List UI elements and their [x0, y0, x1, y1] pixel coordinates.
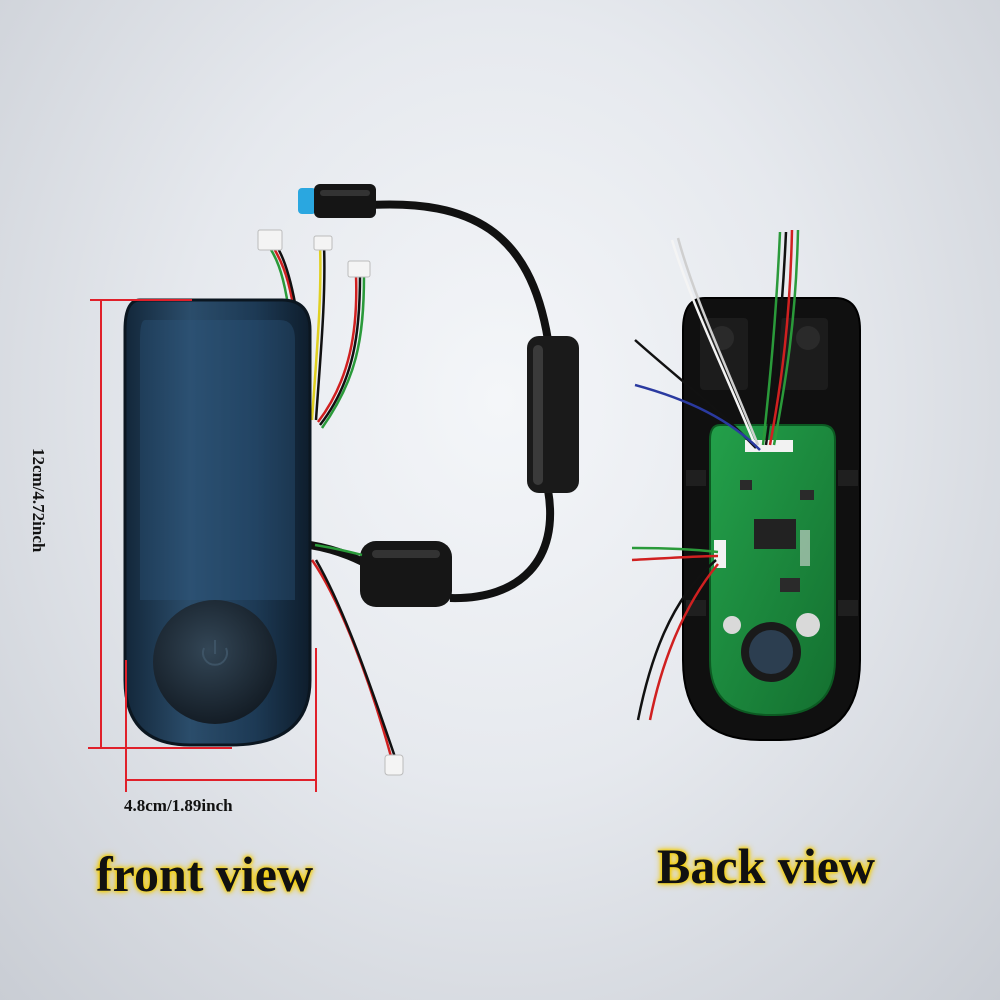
back-view-caption: Back view: [657, 838, 876, 894]
main-cable: [298, 184, 579, 607]
cable-connector: [298, 184, 376, 218]
white-connectors: [257, 229, 404, 776]
width-dimension-line: [125, 648, 317, 792]
height-dimension-line: [88, 299, 232, 749]
front-view-caption: front view: [96, 846, 314, 902]
ferrite-core: [360, 541, 452, 607]
circuit-board: [709, 424, 836, 716]
power-button: [153, 600, 277, 724]
height-dimension-label: 12cm/4.72inch: [29, 448, 48, 553]
microchip: [754, 519, 796, 549]
width-dimension-label: 4.8cm/1.89inch: [124, 796, 233, 815]
front-dashboard-housing: [123, 298, 312, 747]
back-wires: [631, 229, 800, 721]
